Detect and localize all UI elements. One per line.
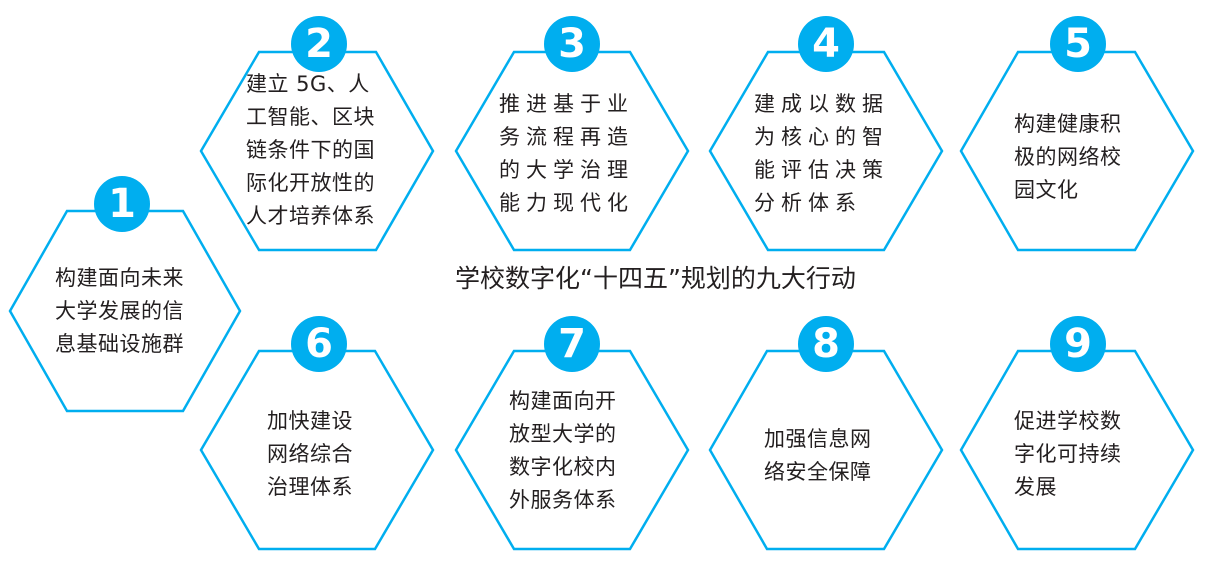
hexagon-3 [454, 50, 690, 252]
hexagon-1 [8, 209, 242, 413]
number-badge-8: 8 [798, 316, 854, 372]
number-badge-5: 5 [1050, 16, 1106, 72]
number-badge-6: 6 [291, 316, 347, 372]
hexagon-8 [708, 349, 944, 551]
action-9-text: 促进学校数 字化可持续 发展 [1014, 409, 1122, 499]
number-badge-2: 2 [291, 16, 347, 72]
hexagon-7 [454, 349, 690, 551]
number-badge-1: 1 [94, 176, 150, 232]
action-8-text: 加强信息网 络安全保障 [764, 427, 872, 484]
action-1-text: 构建面向未来 大学发展的信 息基础设施群 [55, 266, 184, 356]
action-2-text: 建立 5G、人 工智能、区块 链条件下的国 际化开放性的 人才培养体系 [246, 72, 375, 228]
number-badge-7: 7 [544, 316, 600, 372]
number-badge-4: 4 [798, 16, 854, 72]
hexagon-9 [959, 349, 1195, 551]
number-badge-3: 3 [544, 16, 600, 72]
hexagon-6 [199, 349, 435, 551]
hexagon-5 [959, 50, 1195, 252]
action-4-text: 建成以数据 为核心的智 能评估决策 分析体系 [754, 92, 889, 215]
action-6-text: 加快建设 网络综合 治理体系 [267, 409, 353, 499]
diagram-title: 学校数字化“十四五”规划的九大行动 [455, 264, 856, 293]
hexagon-4 [708, 50, 944, 252]
action-7-text: 构建面向开 放型大学的 数字化校内 外服务体系 [509, 389, 617, 512]
hexagon-2 [199, 50, 435, 252]
number-badge-9: 9 [1050, 316, 1106, 372]
action-3-text: 推进基于业 务流程再造 的大学治理 能力现代化 [499, 92, 634, 215]
action-5-text: 构建健康积 极的网络校 园文化 [1014, 112, 1122, 202]
